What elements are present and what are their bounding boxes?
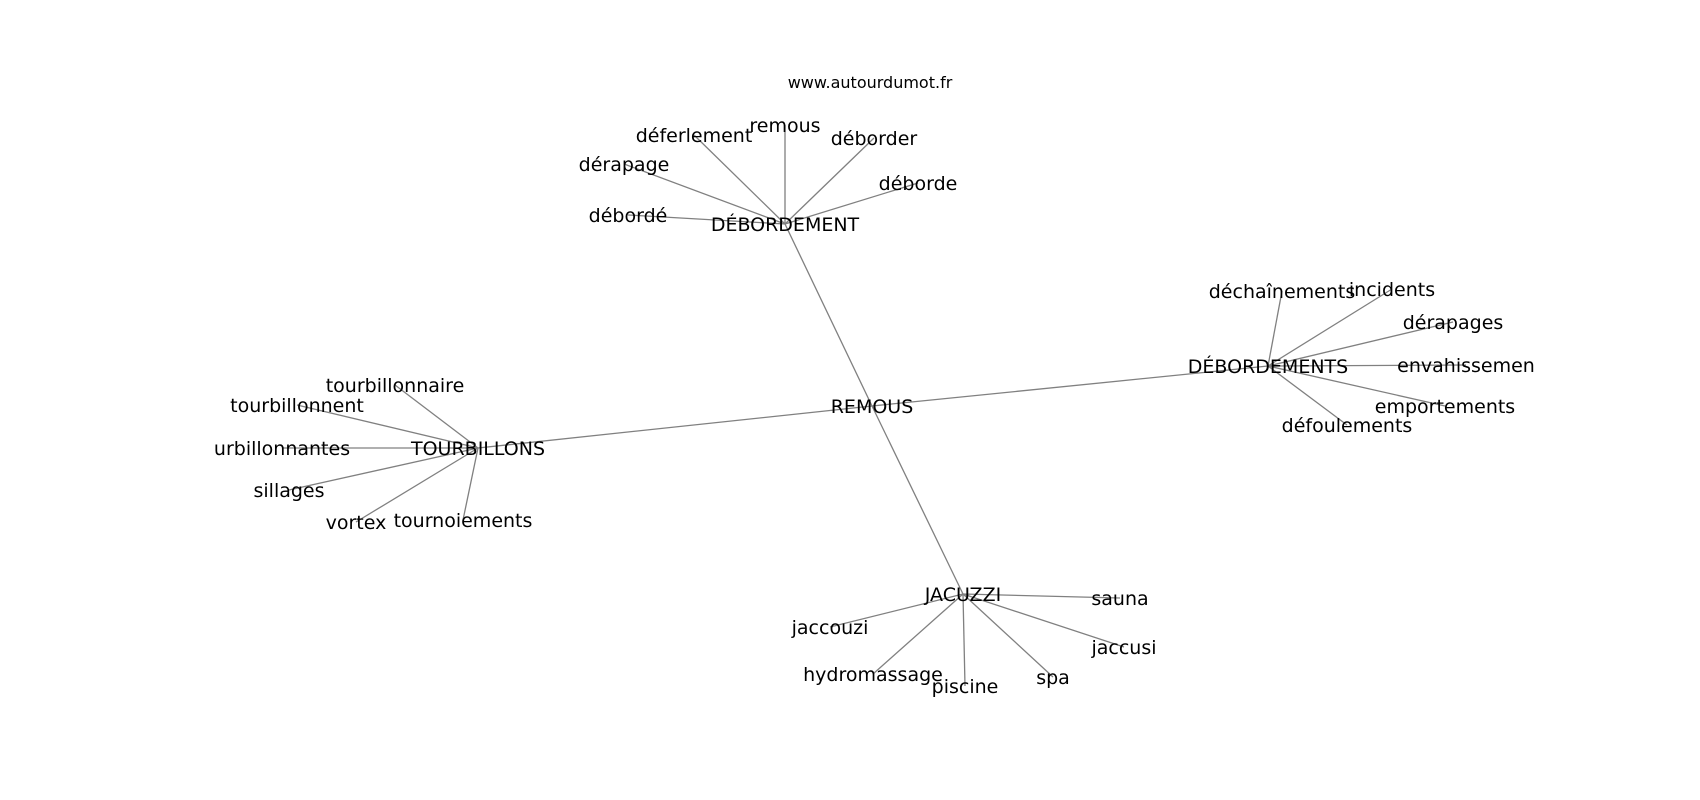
site-url: www.autourdumot.fr bbox=[788, 73, 953, 92]
edges bbox=[282, 125, 1467, 687]
hub-word[interactable]: DÉBORDEMENTS bbox=[1188, 355, 1348, 378]
leaf-word[interactable]: vortex bbox=[326, 512, 387, 534]
edge-hub-word bbox=[962, 593, 1054, 678]
leaf-word[interactable]: spa bbox=[1036, 667, 1070, 689]
leaf-word[interactable]: emportements bbox=[1375, 396, 1515, 418]
edge-hub-word bbox=[1267, 290, 1283, 367]
edge-hub-word bbox=[1267, 321, 1454, 367]
edge-hub-word bbox=[784, 182, 919, 225]
edge-center-hub bbox=[871, 365, 1269, 407]
edge-hub-word bbox=[962, 593, 1121, 599]
edge-hub-word bbox=[872, 593, 964, 675]
leaf-word[interactable]: déborder bbox=[831, 128, 918, 150]
leaf-word[interactable]: envahissemen bbox=[1397, 355, 1535, 377]
leaf-word[interactable]: urbillonnantes bbox=[214, 438, 350, 460]
center-word[interactable]: REMOUS bbox=[831, 396, 914, 418]
edge-hub-word bbox=[296, 404, 479, 449]
leaf-word[interactable]: déborde bbox=[879, 173, 958, 195]
edge-hub-word bbox=[962, 593, 966, 687]
edge-hub-word bbox=[288, 447, 479, 491]
edge-hub-word bbox=[627, 214, 786, 225]
leaf-word[interactable]: déferlement bbox=[636, 125, 753, 147]
edge-center-hub bbox=[477, 405, 873, 449]
leaf-word[interactable]: jaccouzi bbox=[791, 617, 869, 639]
hub-word[interactable]: TOURBILLONS bbox=[410, 438, 545, 460]
hub-word[interactable]: DÉBORDEMENT bbox=[711, 213, 860, 236]
leaf-word[interactable]: tourbillonnaire bbox=[326, 375, 465, 397]
edge-hub-word bbox=[784, 137, 875, 225]
edge-hub-word bbox=[1267, 288, 1393, 367]
leaf-word[interactable]: défoulements bbox=[1282, 415, 1413, 437]
edge-center-hub bbox=[784, 223, 873, 407]
leaf-word[interactable]: déchaînements bbox=[1209, 281, 1355, 303]
edge-hub-word bbox=[693, 134, 786, 225]
edge-hub-word bbox=[462, 447, 479, 521]
leaf-word[interactable]: hydromassage bbox=[803, 664, 943, 686]
edge-center-hub bbox=[871, 405, 964, 595]
edge-hub-word bbox=[355, 447, 479, 523]
edge-hub-word bbox=[394, 384, 479, 449]
edge-hub-word bbox=[1267, 365, 1446, 407]
edge-hub-word bbox=[1267, 365, 1348, 426]
hub-word[interactable]: JACUZZI bbox=[924, 584, 1001, 606]
leaf-word[interactable]: sillages bbox=[253, 480, 324, 502]
leaf-word[interactable]: tournoiements bbox=[394, 510, 533, 532]
leaf-word[interactable]: sauna bbox=[1091, 588, 1148, 610]
edge-hub-word bbox=[1267, 364, 1467, 367]
edge-hub-word bbox=[829, 593, 964, 628]
leaf-word[interactable]: dérapages bbox=[1403, 312, 1504, 334]
leaf-word[interactable]: jaccusi bbox=[1090, 637, 1156, 659]
leaf-word[interactable]: tourbillonnent bbox=[230, 395, 364, 417]
leaf-word[interactable]: incidents bbox=[1349, 279, 1435, 301]
leaf-word[interactable]: remous bbox=[749, 115, 820, 137]
leaf-word[interactable]: piscine bbox=[932, 676, 999, 698]
edge-hub-word bbox=[962, 593, 1125, 648]
edge-hub-word bbox=[623, 163, 786, 225]
leaf-word[interactable]: débordé bbox=[589, 205, 668, 227]
leaf-word[interactable]: dérapage bbox=[579, 154, 670, 176]
